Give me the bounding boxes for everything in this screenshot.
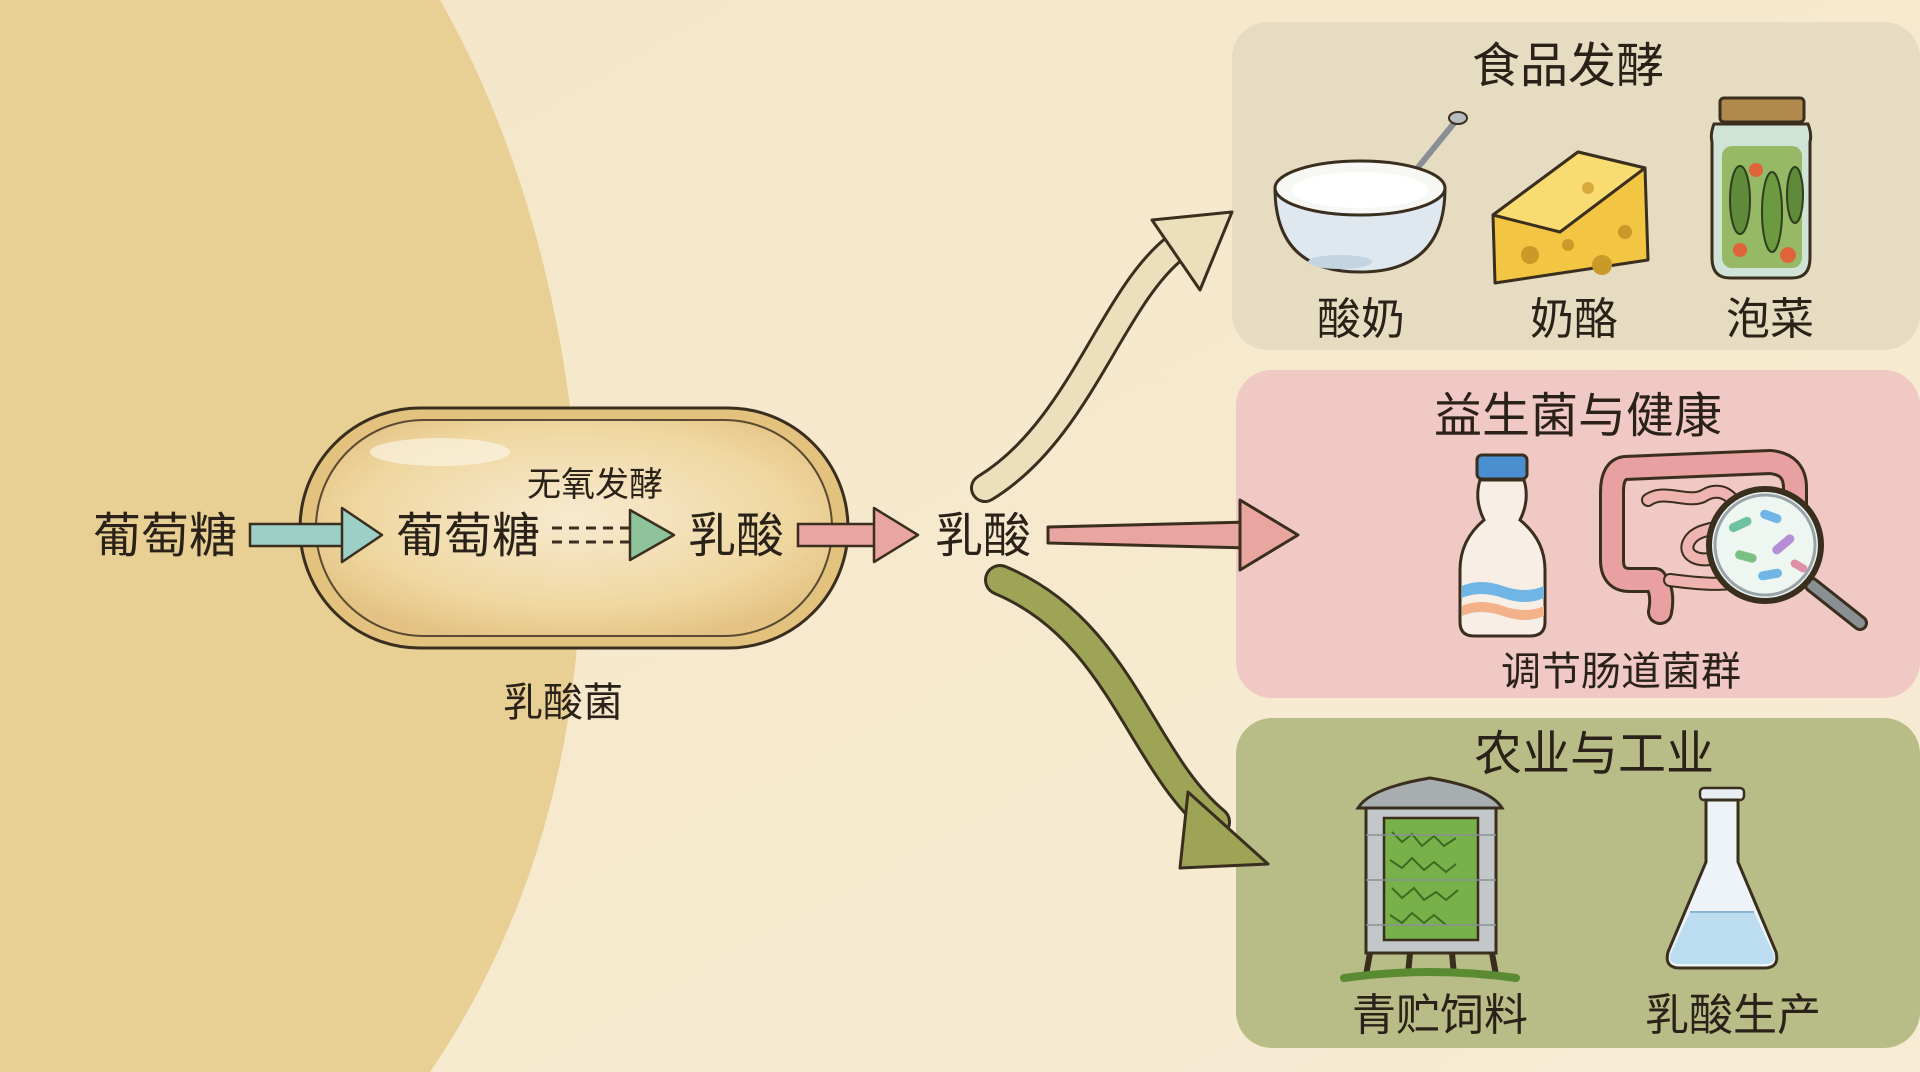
yogurt-label: 酸奶 [1317,294,1405,345]
pickle-jar-icon [1709,96,1813,280]
kimchi-label: 泡菜 [1726,294,1814,345]
arrow-to-agriculture [984,564,1270,870]
arrow-glucose-in [248,506,384,564]
flask-icon [1665,786,1779,970]
arrow-lactic-out [796,506,920,564]
anaerobic-fermentation-label: 无氧发酵 [527,465,663,505]
lactic-acid-production-label: 乳酸生产 [1645,990,1821,1041]
lactic-acid-bacteria-label: 乳酸菌 [503,680,623,726]
lactic-acid-inside-label: 乳酸 [688,508,785,564]
glucose-input-label: 葡萄糖 [93,508,238,564]
probiotic-drink-icon [1458,453,1547,638]
silo-icon [1340,776,1520,982]
gut-flora-caption: 调节肠道菌群 [1501,649,1741,695]
cheese-icon [1491,150,1650,285]
arrow-fermentation [552,508,676,562]
intestine-magnifier-icon [1599,449,1868,631]
yogurt-bowl-icon [1273,111,1468,274]
silage-label: 青贮饲料 [1352,990,1528,1041]
lactic-acid-output-label: 乳酸 [935,508,1032,564]
probiotics-health-title: 益生菌与健康 [1433,388,1723,444]
agriculture-industry-title: 农业与工业 [1473,726,1715,782]
food-fermentation-title: 食品发酵 [1471,38,1665,94]
arrow-to-health [1046,498,1300,572]
arrow-to-food [970,210,1234,503]
cheese-label: 奶酪 [1530,294,1618,345]
glucose-inside-label: 葡萄糖 [396,508,541,564]
